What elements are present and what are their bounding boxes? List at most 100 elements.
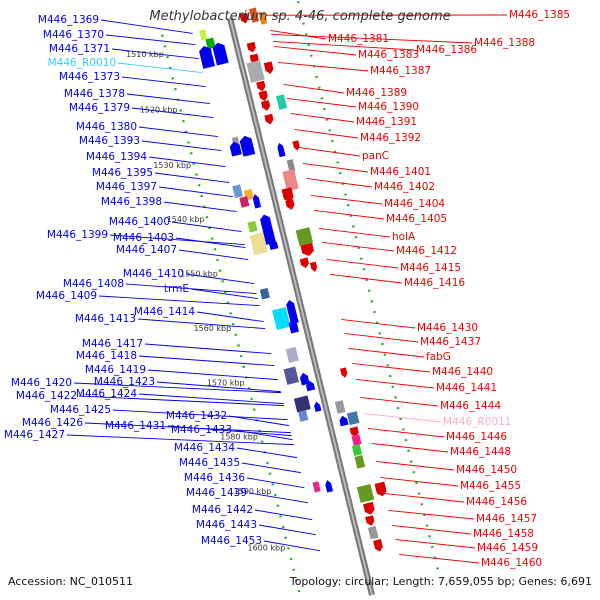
gene-label-left[interactable]: M446_1439 [185, 487, 247, 499]
gene-label-right[interactable]: fabG [426, 351, 451, 363]
gene-feature [239, 135, 256, 157]
gene-label-left[interactable]: M446_1397 [95, 181, 157, 193]
leader-line [272, 40, 415, 51]
leader-line [314, 209, 385, 220]
gene-label-left[interactable]: M446_1399 [46, 229, 108, 241]
gene-label-right[interactable]: M446_1456 [466, 496, 528, 508]
gene-label-left[interactable]: M446_1419 [84, 364, 146, 376]
gene-label-left[interactable]: M446_1418 [75, 350, 137, 362]
gene-label-right[interactable]: M446_1457 [476, 513, 538, 525]
gene-label-right[interactable]: M446_1388 [474, 37, 536, 49]
leader-line [105, 34, 196, 46]
gene-label-left[interactable]: M446_1403 [112, 232, 174, 244]
leader-line [302, 162, 369, 173]
gene-label-right[interactable]: holA [392, 231, 416, 243]
leader-line [254, 509, 313, 521]
gene-label-left[interactable]: M446_1373 [58, 71, 120, 83]
gene-label-right[interactable]: M446_1450 [456, 464, 518, 476]
gene-label-left[interactable]: M446_1443 [195, 519, 257, 531]
gene-label-left[interactable]: M446_1393 [78, 135, 140, 147]
gene-label-left[interactable]: M446_1427 [3, 429, 65, 441]
gene-label-left[interactable]: M446_1422 [15, 390, 77, 402]
gene-label-right[interactable]: M446_1415 [400, 262, 462, 274]
gene-label-left[interactable]: M446_1378 [63, 88, 125, 100]
gene-label-right[interactable]: M446_1440 [432, 366, 494, 378]
scale-tick-label: 1520 kbp [140, 105, 178, 114]
gene-label-left[interactable]: M446_1434 [173, 442, 235, 454]
gene-label-right[interactable]: M446_1448 [450, 446, 512, 458]
gene-label-left[interactable]: M446_1433 [170, 424, 232, 436]
gene-label-right[interactable]: M446_1383 [358, 49, 420, 61]
gene-label-right[interactable]: M446_1459 [477, 542, 539, 554]
gene-label-right[interactable]: panC [362, 150, 390, 162]
gene-label-left[interactable]: M446_1453 [200, 535, 262, 547]
gene-label-left[interactable]: M446_1435 [178, 457, 240, 469]
gene-label-left[interactable]: M446_1398 [100, 196, 162, 208]
leader-line [190, 288, 258, 300]
gene-label-right[interactable]: M446_1385 [509, 9, 571, 21]
gene-label-left[interactable]: M446_1426 [21, 417, 83, 429]
gene-feature [199, 29, 208, 41]
gene-label-right[interactable]: M446_1437 [420, 336, 482, 348]
leader-line [318, 227, 391, 238]
gene-label-right[interactable]: M446_1444 [440, 400, 502, 412]
gene-label-left[interactable]: M446_1413 [74, 313, 136, 325]
gene-label-left[interactable]: trmE [163, 283, 189, 295]
gene-label-right[interactable]: M446_1381 [328, 33, 390, 45]
genome-backbone [227, 17, 375, 596]
gene-feature [285, 199, 295, 210]
gene-label-right[interactable]: M446_1441 [436, 382, 498, 394]
gene-label-right[interactable]: M446_1402 [374, 181, 436, 193]
gene-label-right[interactable]: M446_1458 [473, 528, 535, 540]
gene-label-left[interactable]: M446_R0010 [47, 57, 116, 69]
gene-label-left[interactable]: M446_1408 [62, 278, 124, 290]
gene-label-left[interactable]: M446_1370 [42, 29, 104, 41]
gene-feature [260, 100, 271, 111]
gene-label-right[interactable]: M446_1401 [370, 166, 432, 178]
gene-label-right[interactable]: M446_1389 [346, 87, 408, 99]
ruler-tracks [160, 0, 442, 600]
gene-label-right[interactable]: M446_1460 [481, 557, 543, 569]
gene-label-right[interactable]: M446_1386 [416, 44, 478, 56]
gene-label-left[interactable]: M446_1371 [48, 43, 110, 55]
gene-label-right[interactable]: M446_1390 [358, 101, 420, 113]
gene-label-left[interactable]: M446_1409 [35, 290, 97, 302]
gene-label-left[interactable]: M446_1432 [165, 410, 227, 422]
gene-label-left[interactable]: M446_1394 [85, 151, 147, 163]
gene-feature [286, 300, 299, 325]
leader-line [112, 409, 288, 421]
gene-label-left[interactable]: M446_1414 [133, 306, 195, 318]
gene-label-right[interactable]: M446_1404 [384, 198, 446, 210]
leader-line [330, 273, 403, 284]
gene-label-left[interactable]: M446_1442 [191, 504, 253, 516]
gene-label-right[interactable]: M446_1412 [396, 245, 458, 257]
gene-label-left[interactable]: M446_1379 [68, 102, 130, 114]
gene-label-right[interactable]: M446_1387 [370, 65, 432, 77]
gene-label-left[interactable]: M446_1424 [75, 388, 137, 400]
gene-label-right[interactable]: M446_1416 [404, 277, 466, 289]
gene-label-left[interactable]: M446_1431 [104, 420, 166, 432]
leader-line [66, 434, 294, 446]
gene-label-right[interactable]: M446_1391 [356, 116, 418, 128]
leader-line [109, 234, 245, 246]
gene-label-left[interactable]: M446_1420 [10, 377, 72, 389]
gene-label-left[interactable]: M446_1436 [183, 472, 245, 484]
gene-label-left[interactable]: M446_1380 [75, 121, 137, 133]
gene-label-left[interactable]: M446_1369 [37, 14, 99, 26]
gene-label-left[interactable]: M446_1400 [108, 216, 170, 228]
label-leader-lines [66, 14, 508, 564]
gene-label-right[interactable]: M446_1405 [386, 213, 448, 225]
gene-label-left[interactable]: M446_1417 [81, 338, 143, 350]
leader-line [73, 382, 282, 394]
gene-label-left[interactable]: M446_1423 [93, 376, 155, 388]
gene-label-right[interactable]: M446_1430 [417, 322, 479, 334]
gene-label-right[interactable]: M446_1392 [360, 132, 422, 144]
gene-label-left[interactable]: M446_1407 [115, 244, 177, 256]
gene-label-left[interactable]: M446_1410 [122, 268, 184, 280]
gene-label-right[interactable]: M446_1446 [446, 431, 508, 443]
gene-label-right[interactable]: M446_1455 [460, 480, 522, 492]
gene-label-left[interactable]: M446_1395 [91, 167, 153, 179]
gene-label-left[interactable]: M446_1425 [49, 404, 111, 416]
gene-label-right[interactable]: M446_R0011 [443, 416, 512, 428]
